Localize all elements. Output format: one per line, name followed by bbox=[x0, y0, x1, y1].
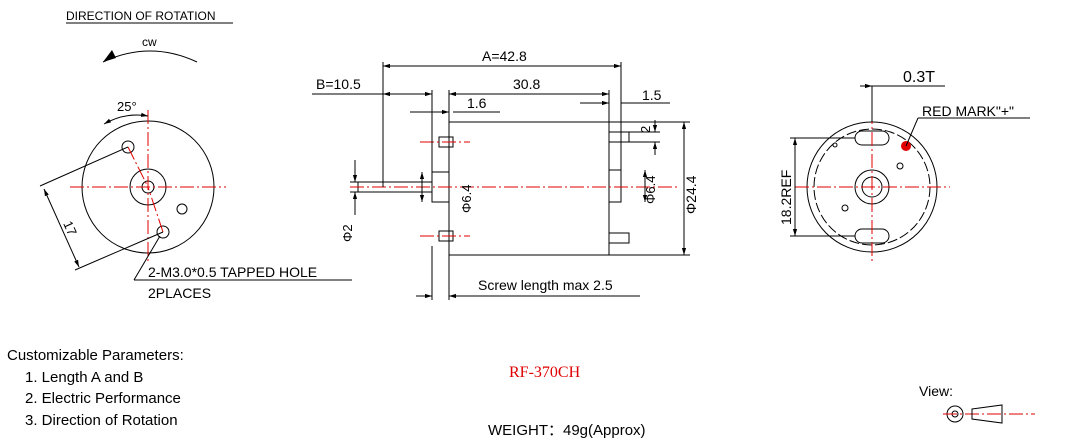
weight-label: WEIGHT：49g(Approx) bbox=[488, 422, 646, 439]
hole-note-line2: 2PLACES bbox=[148, 285, 211, 301]
param-item-1: 1. Length A and B bbox=[25, 369, 143, 386]
rotation-title: DIRECTION OF ROTATION bbox=[66, 9, 216, 23]
red-mark-leader bbox=[905, 117, 919, 147]
screw-note: Screw length max 2.5 bbox=[478, 277, 613, 293]
params-title: Customizable Parameters: bbox=[7, 347, 184, 364]
dim-2-label: 2 bbox=[638, 126, 653, 133]
dim-ext-line-top bbox=[39, 146, 129, 187]
rotation-label: cw bbox=[142, 35, 157, 49]
dim-a-label: A=42.8 bbox=[482, 48, 527, 64]
footer: Customizable Parameters: 1. Length A and… bbox=[7, 347, 1035, 439]
param-item-2: 2. Electric Performance bbox=[25, 390, 181, 407]
rotation-header: DIRECTION OF ROTATION cw bbox=[66, 9, 233, 63]
red-mark-label: RED MARK"+" bbox=[922, 103, 1014, 119]
dim-boss-left-label: Φ6.4 bbox=[459, 185, 474, 213]
terminal-bottom bbox=[608, 232, 630, 244]
dim-shaft-label: Φ2 bbox=[340, 224, 355, 242]
hole-axis-top bbox=[127, 146, 149, 188]
vent-hole bbox=[176, 203, 188, 215]
ref-dim-label: 18.2REF bbox=[778, 170, 794, 225]
tolerance-label: 0.3T bbox=[903, 69, 935, 86]
dim-1-6-label: 1.6 bbox=[467, 95, 487, 111]
dim-17-label: 17 bbox=[60, 218, 80, 237]
angle-label: 25° bbox=[117, 99, 137, 114]
rear-view: 0.3T RED MARK"+" 18.2REF bbox=[778, 69, 1030, 262]
front-view: 25° 17 2-M3.0*0.5 TAPPED HOLE 2PLACES bbox=[39, 99, 352, 301]
side-view: A=42.8 B=10.5 30.8 1.6 1.5 2 Φ6.4 Φ6.4 bbox=[312, 48, 699, 300]
tapped-hole-top bbox=[121, 140, 135, 154]
param-item-3: 3. Direction of Rotation bbox=[25, 412, 178, 429]
rear-boss bbox=[608, 169, 622, 203]
rear-hole-small bbox=[832, 142, 838, 148]
dim-b-label: B=10.5 bbox=[316, 76, 361, 92]
dim-body-dia-label: Φ24.4 bbox=[683, 175, 699, 214]
hole-note-line1: 2-M3.0*0.5 TAPPED HOLE bbox=[148, 264, 317, 280]
dim-body-label: 30.8 bbox=[513, 76, 540, 92]
dim-17-line bbox=[43, 188, 80, 268]
view-symbol-cone-icon bbox=[971, 404, 1003, 424]
angle-arc bbox=[103, 112, 149, 125]
rear-hole-right bbox=[896, 162, 904, 170]
rear-hole-left bbox=[841, 204, 849, 212]
rotation-arc bbox=[102, 50, 198, 63]
hole-leader-line bbox=[133, 235, 161, 281]
view-label: View: bbox=[919, 383, 953, 399]
rotation-arrow-icon bbox=[103, 50, 116, 62]
hole-axis-bottom bbox=[147, 186, 164, 233]
dim-1-5-label: 1.5 bbox=[642, 87, 662, 103]
dim-ext-line-bottom bbox=[74, 231, 164, 271]
terminal-top bbox=[608, 131, 630, 143]
tapped-hole-bottom bbox=[156, 225, 170, 239]
model-label: RF-370CH bbox=[509, 364, 581, 381]
dim-boss-right-label: Φ6.4 bbox=[643, 176, 658, 204]
